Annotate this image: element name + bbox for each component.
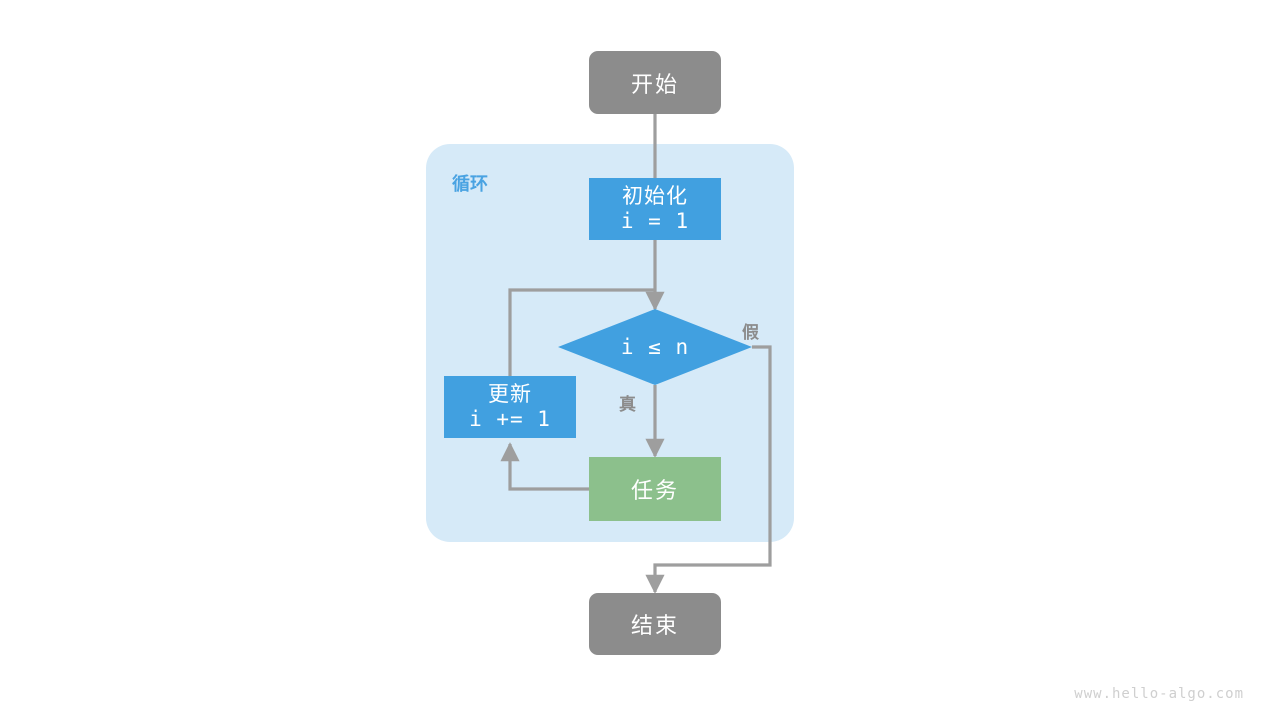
node-decision[interactable] <box>558 309 752 385</box>
node-update[interactable] <box>444 376 576 438</box>
node-init[interactable] <box>589 178 721 240</box>
node-start[interactable] <box>589 51 721 114</box>
node-end[interactable] <box>589 593 721 655</box>
watermark: www.hello-algo.com <box>1074 686 1244 702</box>
node-task[interactable] <box>589 457 721 521</box>
edge-update-to-decision <box>508 288 655 376</box>
edge-task-to-update <box>500 442 589 491</box>
edge-decision-false-to-end <box>645 345 772 594</box>
